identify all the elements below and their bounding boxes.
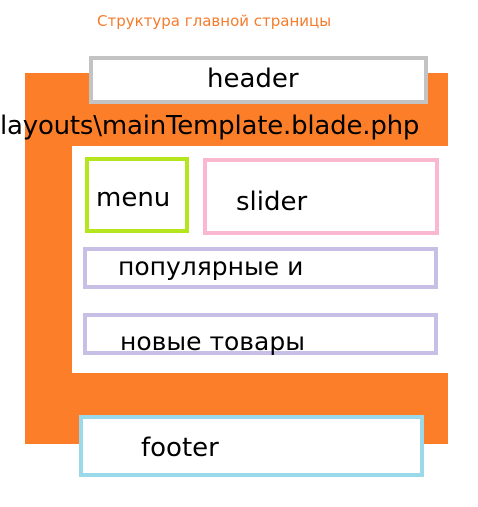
footer-block: footer — [79, 415, 424, 477]
slider-label: slider — [236, 187, 308, 217]
menu-block: menu — [85, 157, 189, 233]
diagram-title: Структура главной страницы — [97, 12, 332, 30]
new-products-label: новые товары — [120, 327, 305, 356]
popular-products-block: популярные и — [83, 247, 438, 289]
slider-block: slider — [203, 158, 439, 235]
header-block: header — [89, 56, 428, 104]
popular-products-label: популярные и — [118, 252, 304, 281]
footer-label: footer — [141, 433, 219, 463]
layout-file-label: layouts\mainTemplate.blade.php — [0, 111, 420, 141]
header-label: header — [207, 64, 299, 94]
menu-label: menu — [96, 183, 171, 213]
new-products-block: новые товары — [83, 313, 438, 355]
